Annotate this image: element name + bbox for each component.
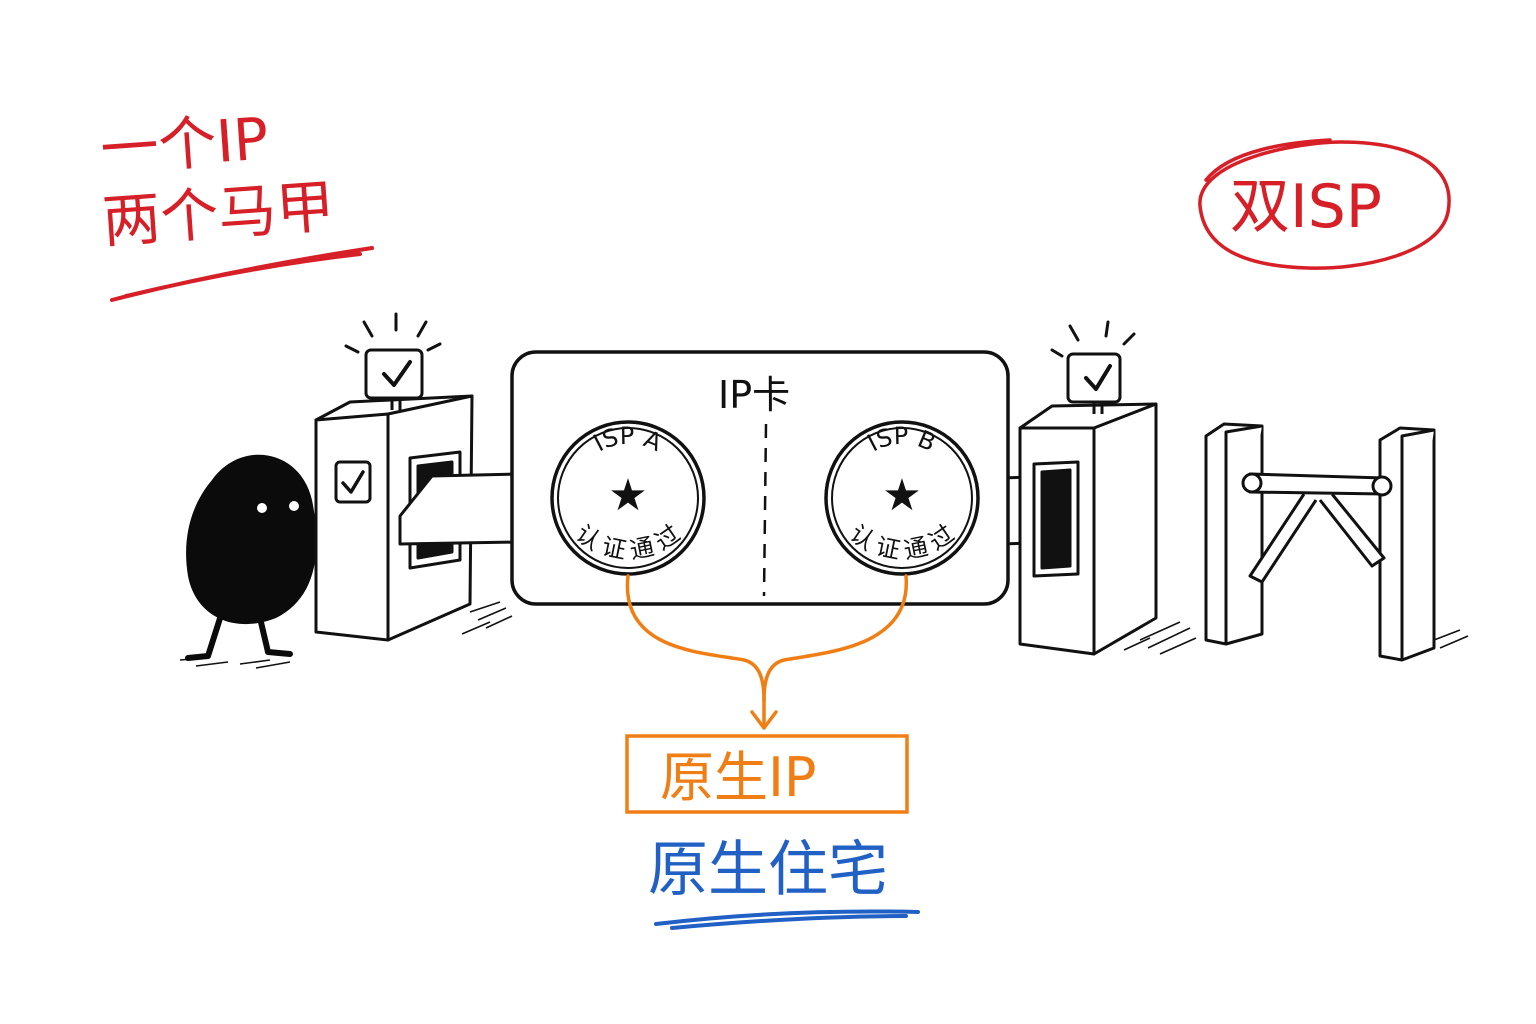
character-body	[186, 454, 317, 625]
result-box-text: 原生IP	[660, 746, 817, 809]
left-machine-front	[314, 412, 390, 642]
ip-card: IP卡 ISP A ★ 认证通过 ISP B ★ 认证通过	[510, 350, 1010, 606]
right-light-box	[1066, 352, 1122, 404]
annotation-dual-isp: 双ISP	[1198, 138, 1451, 270]
result-box	[625, 734, 909, 814]
checkmark-icon	[1084, 364, 1112, 391]
turnstile-bar	[1248, 472, 1386, 496]
right-ticket-machine	[1018, 320, 1158, 656]
left-light-box	[364, 348, 424, 400]
turnstile-arm-left	[1248, 493, 1318, 584]
result-native-residential: 原生住宅	[648, 835, 920, 930]
right-light-rays	[1050, 320, 1136, 358]
merge-arrow	[625, 574, 908, 730]
annotation-ellipse	[1198, 138, 1451, 270]
left-light-rays	[344, 312, 442, 354]
result-native-ip: 原生IP	[625, 734, 909, 814]
right-machine-side	[1092, 402, 1158, 656]
arrow-head-icon	[750, 710, 778, 730]
ip-card-title: IP卡	[718, 373, 790, 417]
result-underlined-text: 原生住宅	[648, 835, 888, 905]
result-underline	[654, 909, 920, 930]
star-icon: ★	[608, 470, 647, 521]
turnstile-arm-right	[1318, 493, 1386, 568]
annotation-dual-isp-text: 双ISP	[1230, 172, 1382, 242]
turnstile	[1204, 422, 1436, 662]
character-eye-left	[257, 503, 267, 513]
annotation-line-2: 两个马甲	[100, 172, 336, 256]
stamp-isp-a: ISP A ★ 认证通过	[550, 420, 706, 576]
stamp-isp-b: ISP B ★ 认证通过	[824, 420, 980, 576]
left-machine-panel	[334, 460, 372, 504]
ip-card-divider	[762, 423, 768, 597]
character-legs	[185, 609, 293, 661]
character-eye-right	[289, 501, 299, 511]
star-icon: ★	[882, 470, 921, 521]
checkmark-icon	[341, 470, 365, 494]
annotation-underline	[110, 246, 374, 302]
right-machine-slot-inner	[1040, 468, 1072, 570]
checkmark-icon	[382, 360, 412, 387]
annotation-line-1: 一个IP	[98, 104, 270, 184]
character	[185, 454, 400, 661]
annotation-one-ip-two-vests: 一个IP 两个马甲	[98, 104, 374, 302]
